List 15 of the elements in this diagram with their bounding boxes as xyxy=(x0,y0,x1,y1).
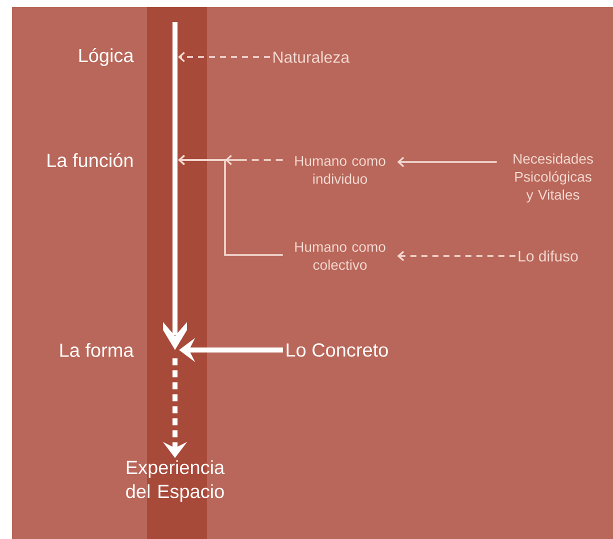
label: Experiencia del Espacio xyxy=(126,460,225,502)
arrow-line xyxy=(163,22,187,350)
label: Lo Concreto xyxy=(286,343,388,357)
arrow xyxy=(178,52,270,62)
label: Lógica xyxy=(79,48,134,66)
arrow xyxy=(397,156,497,168)
label: Humano como colectivo xyxy=(295,242,386,270)
label: Lo difuso xyxy=(518,250,578,262)
label: La función xyxy=(48,152,133,168)
label: Naturaleza xyxy=(274,51,350,63)
label: Humano como individuo xyxy=(295,156,386,184)
arrow xyxy=(178,154,283,256)
label: Necesidades Psicológicas y Vitales xyxy=(514,153,593,203)
arrow xyxy=(397,250,516,262)
label: La forma xyxy=(60,343,134,357)
